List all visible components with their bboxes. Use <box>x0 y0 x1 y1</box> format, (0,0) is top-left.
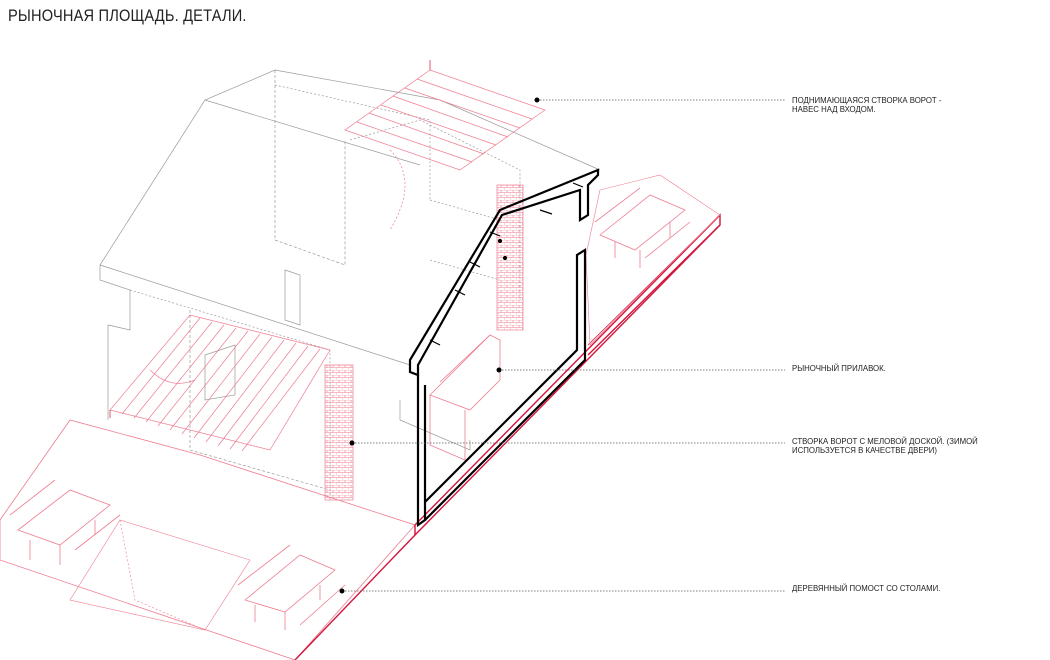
market-counter <box>429 334 501 461</box>
callout-market-counter: РЫНОЧНЫЙ ПРИЛАВОК. <box>792 363 886 373</box>
building-outline <box>99 69 601 500</box>
picnic-table-left <box>9 479 121 565</box>
chalkboard-gate <box>109 314 331 452</box>
callout-wooden-deck: ДЕРЕВЯННЫЙ ПОМОСТ СО СТОЛАМИ. <box>792 583 941 593</box>
raising-gate-canopy <box>344 60 546 231</box>
section-pegs <box>429 182 584 346</box>
section-cut <box>408 168 600 528</box>
picnic-table-bottom <box>237 544 346 630</box>
callout-leaders <box>342 99 785 592</box>
page-title: РЫНОЧНАЯ ПЛОЩАДЬ. ДЕТАЛИ. <box>8 6 247 25</box>
picnic-table-right <box>594 187 691 268</box>
brick-column-left <box>324 364 354 501</box>
callout-dots <box>339 97 540 594</box>
wooden-deck <box>0 174 721 660</box>
callout-chalkboard-gate: СТВОРКА ВОРОТ С МЕЛОВОЙ ДОСКОЙ. (ЗИМОЙ И… <box>792 436 978 455</box>
callout-raising-gate: ПОДНИМАЮЩАЯСЯ СТВОРКА ВОРОТ - НАВЕС НАД … <box>792 95 942 114</box>
